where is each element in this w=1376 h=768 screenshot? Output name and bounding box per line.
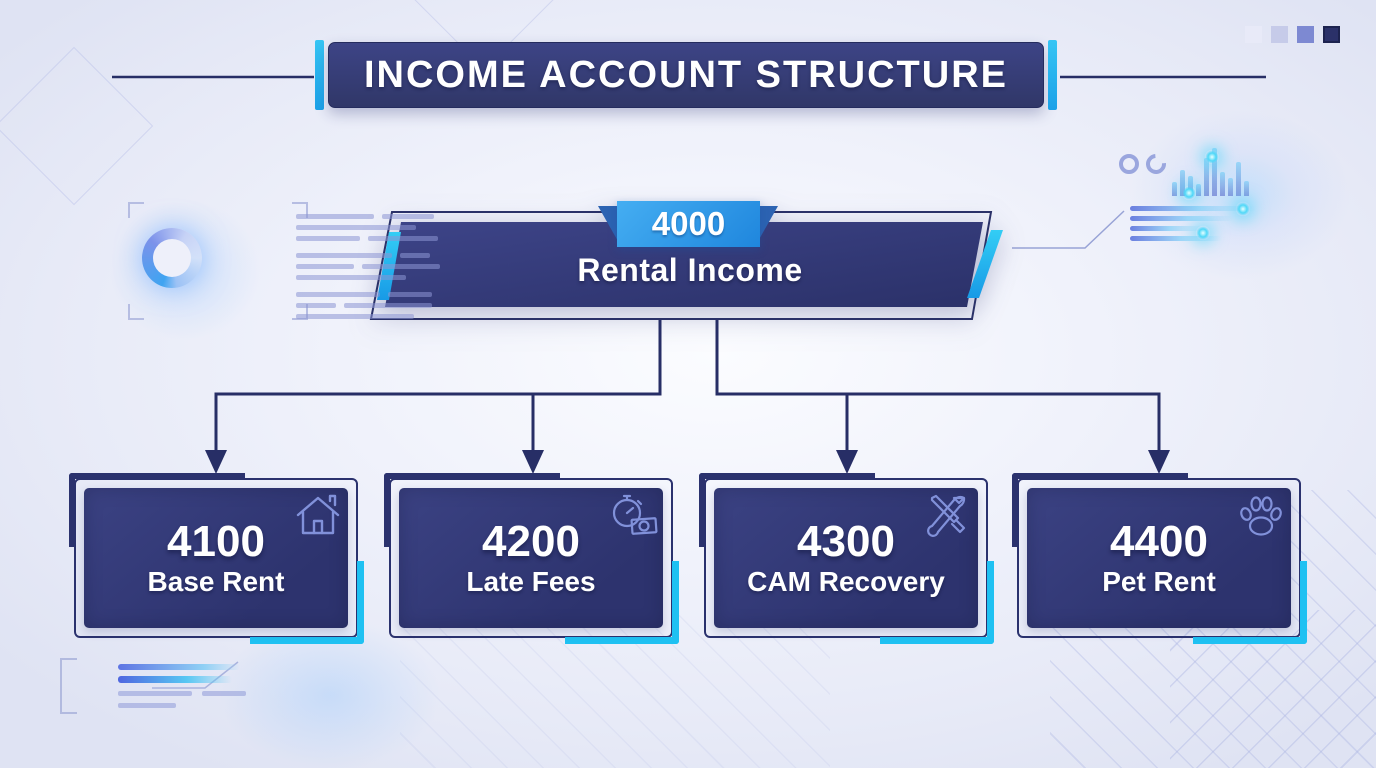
- root-account-label: Rental Income: [577, 251, 803, 288]
- corner-accent-cyan: [565, 560, 679, 644]
- donut-ring-icon: [142, 228, 202, 288]
- home-icon: [290, 488, 346, 544]
- glow-dot-icon: [1205, 150, 1219, 164]
- square-3: [1297, 26, 1314, 43]
- title-bar: INCOME ACCOUNT STRUCTURE: [328, 42, 1044, 108]
- card-body: 4200 Late Fees: [399, 488, 663, 628]
- square-2: [1271, 26, 1288, 43]
- bracket-icon: [292, 304, 308, 320]
- root-account-code: 4000: [651, 205, 726, 242]
- account-label: Pet Rent: [1102, 565, 1216, 597]
- corner-accent-cyan: [250, 560, 364, 644]
- ring-icon: [1141, 149, 1171, 179]
- glow-dot-icon: [1196, 226, 1210, 240]
- card-frame: [704, 478, 988, 638]
- account-card-pet-rent: 4400 Pet Rent: [1012, 473, 1307, 644]
- account-label: Late Fees: [466, 565, 596, 597]
- card-body: 4400 Pet Rent: [1027, 488, 1291, 628]
- account-code: 4400: [1110, 516, 1208, 566]
- faux-text-lines: [296, 214, 471, 325]
- card-frame: [74, 478, 358, 638]
- root-account-code-tab: 4000: [617, 201, 760, 247]
- account-card-late-fees: 4200 Late Fees: [384, 473, 679, 644]
- paw-icon: [1233, 488, 1289, 544]
- account-card-base-rent: 4100 Base Rent: [69, 473, 364, 644]
- left-hud-decor: [128, 202, 440, 320]
- corner-squares-decor: [1245, 26, 1340, 43]
- bracket-icon: [60, 658, 77, 714]
- account-label: CAM Recovery: [747, 565, 945, 597]
- diamond-outline-decor: [0, 46, 154, 206]
- corner-accent-dark: [1012, 473, 1189, 547]
- root-account-node: 4000 Rental Income: [360, 190, 1020, 335]
- page-title: INCOME ACCOUNT STRUCTURE: [363, 53, 1008, 96]
- account-code: 4300: [797, 516, 895, 566]
- tools-icon: [920, 488, 976, 544]
- stopwatch-money-icon: [605, 488, 661, 544]
- account-label: Base Rent: [147, 565, 285, 597]
- bracket-icon: [292, 202, 308, 218]
- corner-accent-dark: [699, 473, 876, 547]
- title-accent-left: [315, 40, 324, 110]
- bracket-icon: [128, 304, 144, 320]
- card-frame: [1017, 478, 1301, 638]
- ring-icon: [1119, 154, 1139, 174]
- title-accent-right: [1048, 40, 1057, 110]
- square-4: [1323, 26, 1340, 43]
- corner-accent-dark: [69, 473, 246, 547]
- bracket-icon: [128, 202, 144, 218]
- glow-dot-icon: [1236, 202, 1250, 216]
- root-account-label-wrap: Rental Income: [430, 246, 950, 294]
- square-1: [1245, 26, 1262, 43]
- account-code: 4200: [482, 516, 580, 566]
- card-frame: [389, 478, 673, 638]
- gradient-lines-decor: [1130, 206, 1256, 246]
- gradient-lines-decor: [118, 664, 298, 715]
- card-body: 4300 CAM Recovery: [714, 488, 978, 628]
- account-card-cam-recovery: 4300 CAM Recovery: [699, 473, 994, 644]
- corner-accent-cyan: [1193, 560, 1307, 644]
- corner-accent-cyan: [880, 560, 994, 644]
- glow-dot-icon: [1182, 186, 1196, 200]
- account-code: 4100: [167, 516, 265, 566]
- corner-accent-dark: [384, 473, 561, 547]
